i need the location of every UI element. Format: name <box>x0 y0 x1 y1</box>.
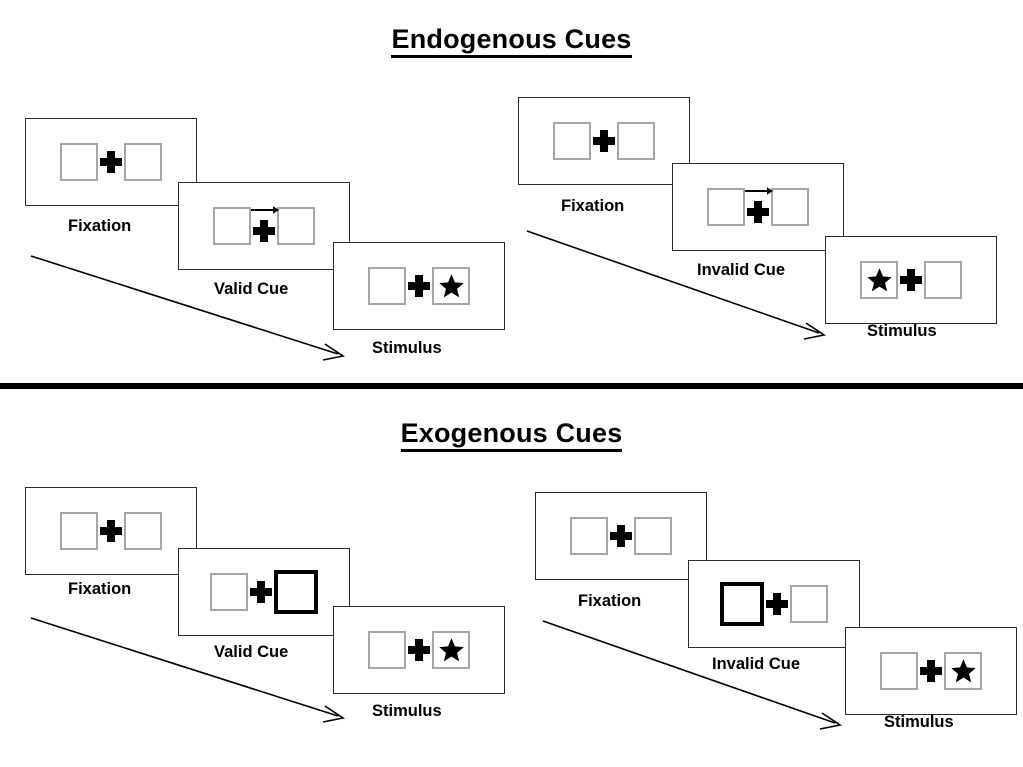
stimulus-box-left <box>60 512 98 550</box>
section-title-exogenous-text: Exogenous Cues <box>400 418 623 452</box>
arrow-right-icon <box>251 206 279 214</box>
fixation-cross-icon <box>98 142 124 182</box>
stage-label-stimulus: Stimulus <box>867 322 937 340</box>
panel-inner <box>880 651 982 691</box>
panel-endogenous-invalid-cue <box>672 163 844 251</box>
panel-inner <box>213 206 315 246</box>
fixation-cross-icon <box>745 187 773 227</box>
stimulus-box-left <box>553 122 591 160</box>
panel-exogenous-valid-stimulus <box>333 606 505 694</box>
stage-label-fixation: Fixation <box>578 592 642 610</box>
stage-label-fixation: Fixation <box>68 580 132 598</box>
fixation-cross-icon <box>248 572 274 612</box>
stimulus-box-right-cued <box>274 570 318 614</box>
stimulus-box-right <box>617 122 655 160</box>
stage-label-valid-cue: Valid Cue <box>214 280 289 298</box>
panel-inner <box>553 121 655 161</box>
panel-exogenous-invalid-stimulus <box>845 627 1017 715</box>
star-icon <box>950 659 976 683</box>
plus-shape <box>610 525 632 547</box>
stimulus-box-right <box>124 143 162 181</box>
panel-endogenous-invalid-fixation <box>518 97 690 185</box>
stimulus-box-right <box>277 207 315 245</box>
panel-inner <box>60 142 162 182</box>
panel-inner <box>368 630 470 670</box>
stimulus-box-left-cued <box>720 582 764 626</box>
plus-shape <box>100 520 122 542</box>
fixation-cross-icon <box>591 121 617 161</box>
stimulus-box-right <box>634 517 672 555</box>
panel-exogenous-valid-fixation <box>25 487 197 575</box>
section-divider <box>0 383 1023 389</box>
stage-label-valid-cue: Valid Cue <box>214 643 289 661</box>
panel-exogenous-invalid-cue <box>688 560 860 648</box>
stimulus-box-left <box>707 188 745 226</box>
stimulus-box-right-target <box>432 631 470 669</box>
star-icon <box>438 638 464 662</box>
panel-exogenous-invalid-fixation <box>535 492 707 580</box>
panel-endogenous-valid-stimulus <box>333 242 505 330</box>
section-title-endogenous-text: Endogenous Cues <box>391 24 632 58</box>
panel-endogenous-invalid-stimulus <box>825 236 997 324</box>
panel-endogenous-valid-cue <box>178 182 350 270</box>
stimulus-box-right <box>771 188 809 226</box>
fixation-cross-icon <box>406 266 432 306</box>
stimulus-box-left <box>880 652 918 690</box>
fixation-cross-icon <box>898 260 924 300</box>
section-title-endogenous: Endogenous Cues <box>0 24 1023 58</box>
fixation-cross-icon <box>764 584 790 624</box>
panel-inner <box>570 516 672 556</box>
fixation-cross-icon <box>251 206 279 246</box>
stimulus-box-right-target <box>944 652 982 690</box>
plus-shape <box>920 660 942 682</box>
plus-shape <box>766 593 788 615</box>
arrow-right-icon <box>745 187 773 195</box>
panel-inner <box>210 570 318 614</box>
panel-endogenous-valid-fixation <box>25 118 197 206</box>
plus-shape <box>408 275 430 297</box>
section-title-exogenous: Exogenous Cues <box>0 418 1023 452</box>
panel-inner <box>368 266 470 306</box>
fixation-cross-icon <box>608 516 634 556</box>
plus-shape <box>747 201 769 223</box>
plus-shape <box>250 581 272 603</box>
plus-shape <box>408 639 430 661</box>
panel-inner <box>860 260 962 300</box>
star-icon <box>866 268 892 292</box>
plus-shape <box>593 130 615 152</box>
stimulus-box-left <box>368 631 406 669</box>
stimulus-box-right <box>790 585 828 623</box>
stimulus-box-right <box>124 512 162 550</box>
stimulus-box-left <box>213 207 251 245</box>
panel-exogenous-valid-cue <box>178 548 350 636</box>
stage-label-fixation: Fixation <box>68 217 132 235</box>
stimulus-box-left <box>210 573 248 611</box>
fixation-cross-icon <box>406 630 432 670</box>
fixation-cross-icon <box>918 651 944 691</box>
plus-shape <box>900 269 922 291</box>
fixation-cross-icon <box>98 511 124 551</box>
plus-shape <box>100 151 122 173</box>
stage-label-stimulus: Stimulus <box>884 713 954 731</box>
stage-label-stimulus: Stimulus <box>372 339 442 357</box>
stage-label-stimulus: Stimulus <box>372 702 442 720</box>
stage-label-invalid-cue: Invalid Cue <box>697 261 786 279</box>
stimulus-box-right-target <box>432 267 470 305</box>
panel-inner <box>707 187 809 227</box>
stimulus-box-left-target <box>860 261 898 299</box>
stimulus-box-right <box>924 261 962 299</box>
plus-shape <box>253 220 275 242</box>
stimulus-box-left <box>368 267 406 305</box>
stimulus-box-left <box>570 517 608 555</box>
panel-inner <box>60 511 162 551</box>
stage-label-invalid-cue: Invalid Cue <box>712 655 801 673</box>
panel-inner <box>720 582 828 626</box>
stimulus-box-left <box>60 143 98 181</box>
stage-label-fixation: Fixation <box>561 197 625 215</box>
star-icon <box>438 274 464 298</box>
